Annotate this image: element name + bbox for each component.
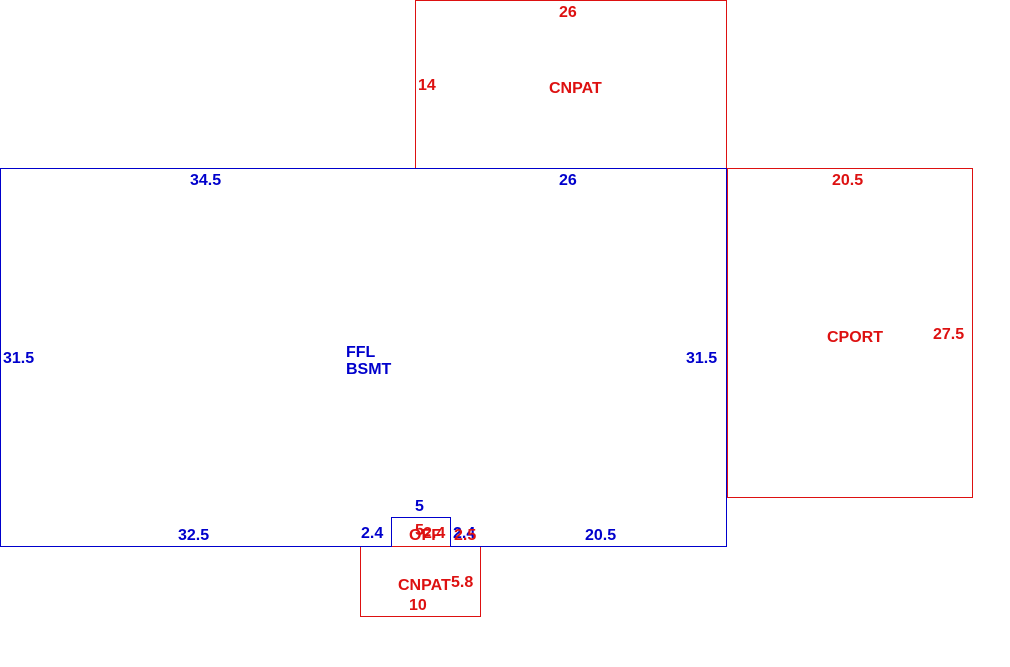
cnpat-bottom-dim-bottom: 10	[409, 597, 427, 614]
main-area-outline	[0, 168, 727, 547]
main-dim-notch-left: 2.4	[361, 525, 383, 542]
main-dim-bottom-right: 20.5	[585, 527, 616, 544]
main-dim-notch-top: 5	[415, 498, 424, 515]
cport-dim-top: 20.5	[832, 172, 863, 189]
cnpat-top-dim-top: 26	[559, 4, 577, 21]
off-dim-top: 5	[415, 522, 424, 539]
cnpat-top-dim-left: 14	[418, 77, 436, 94]
off-dim-left: 2.4	[423, 525, 445, 542]
main-dim-left: 31.5	[3, 350, 34, 367]
main-dim-right: 31.5	[686, 350, 717, 367]
cport-dim-right: 27.5	[933, 326, 964, 343]
cport-name: CPORT	[827, 329, 883, 346]
off-dim-right: 2.5	[454, 527, 476, 544]
main-area-name-line1: FFL	[346, 344, 376, 361]
cnpat-bottom-name: CNPAT	[398, 577, 451, 594]
off-name: OFF	[409, 527, 441, 544]
main-dim-bottom-left: 32.5	[178, 527, 209, 544]
cport-outline	[727, 168, 973, 498]
main-dim-notch-right: 2.4	[453, 525, 475, 542]
cnpat-bottom-dim-right: 5.8	[451, 574, 473, 591]
main-dim-top-right: 26	[559, 172, 577, 189]
cnpat-top-name: CNPAT	[549, 80, 602, 97]
main-dim-top-left: 34.5	[190, 172, 221, 189]
main-area-name-line2: BSMT	[346, 361, 392, 378]
